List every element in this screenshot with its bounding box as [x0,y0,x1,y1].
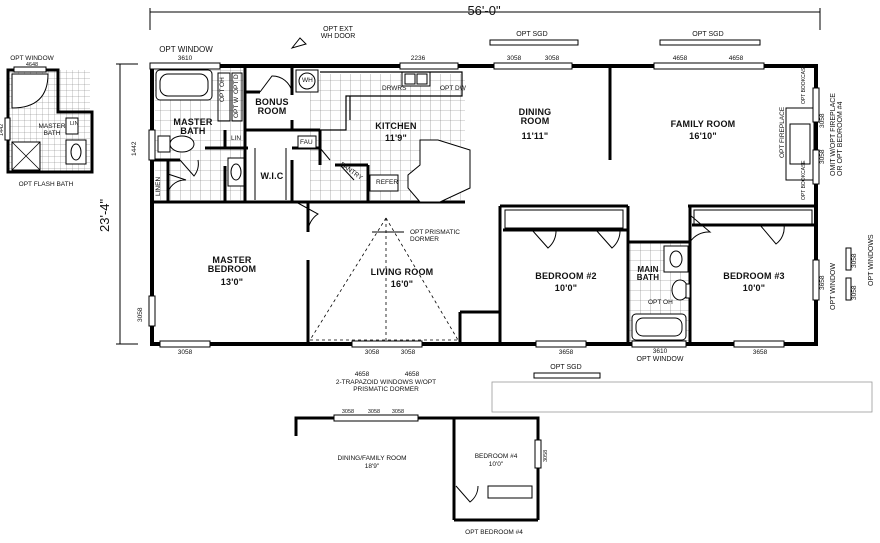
inset-master-bath-label: MASTER BATH [38,123,66,137]
window-size: 3058 [400,349,416,356]
opt-d-label: OPT D [233,74,240,94]
dimension-lines [116,8,821,345]
window-size: 3658 [558,349,574,356]
opt-window-bottom-label: OPT WINDOW [636,356,684,363]
master-bedroom-size: 13'0" [220,277,244,287]
inset-window-size: 3058 [367,409,381,415]
master-bath-label: MASTER BATH [173,117,213,136]
fau-label: FAU [300,139,313,146]
inset-window-size: 3058 [391,409,405,415]
kitchen-label: KITCHEN [375,121,417,131]
refer-label: REFER [376,179,399,186]
dormer-lines [309,217,459,341]
living-room-size: 16'0" [390,279,414,289]
opt-oh-main-bath-label: OPT OH [648,299,673,306]
window-size: 3610 [177,55,193,62]
opt-ext-door-label: OPT EXT WH DOOR [320,26,356,40]
window-markers [148,39,852,379]
inset-dining-family-size: 18'9" [364,463,380,470]
inset-lin-label: LIN [70,121,79,127]
opt-window-right-label: OPT WINDOW [830,263,837,310]
living-room-label: LIVING ROOM [370,267,434,277]
main-bath-label: MAIN BATH [636,265,660,282]
inset-window-size: 4648 [25,62,39,68]
window-size: 4658 [672,55,688,62]
window-size: 3058 [544,55,560,62]
master-bedroom-label: MASTER BEDROOM [207,255,257,274]
window-size: 3610 [652,348,668,355]
window-size: 1442 [131,141,138,156]
window-size: 3058 [506,55,522,62]
bonus-room-label: BONUS ROOM [255,97,289,116]
window-size: 3058 [177,349,193,356]
family-room-size: 16'10" [689,131,717,141]
window-size: 3658 [752,349,768,356]
window-size: 4658 [404,371,420,378]
bedroom3-size: 10'0" [742,283,766,293]
inset-bedroom4 [294,414,542,522]
closet-details [217,72,813,229]
family-room-label: FAMILY ROOM [670,119,736,129]
opt-bookcase-bottom-label: OPT BOOKCASE [801,160,807,200]
dining-room-size: 11'11" [521,131,549,141]
linen-label: LINEN [155,176,162,196]
opt-oh-label: OPT OH [219,77,226,102]
inset-bedroom4-size: 10'0" [488,461,504,468]
inset-window-size: 3058 [341,409,355,415]
window-size: 3058 [819,113,826,128]
window-size: 4658 [354,371,370,378]
inset-bedroom4-label: BEDROOM #4 [474,453,518,460]
lin-label: LIN [231,135,242,142]
inset-bedroom4-caption: OPT BEDROOM #4 [465,529,523,536]
dining-room-label: DINING ROOM [518,107,552,126]
kitchen-size: 11'9" [385,133,407,143]
opt-sgd-bottom-label: OPT SGD [550,364,582,371]
opt-prismatic-label: OPT PRISMATIC DORMER [410,229,460,243]
opt-windows-right-label: OPT WINDOWS [868,234,875,286]
window-size: 4658 [728,55,744,62]
wh-label: WH [302,77,313,84]
width-dimension: 56'-0" [467,3,501,18]
opt-bookcase-top-label: OPT BOOKCASE [801,64,807,104]
drawers-label: DRWRS [382,85,407,92]
kitchen-counters [320,71,463,131]
inset-side-window: 1442 [0,123,5,136]
opt-dw-label: OPT DW [440,85,466,92]
trapezoid-windows-label: 2-TRAPAZOID WINDOWS W/OPT PRISMATIC DORM… [335,379,437,393]
inset-opt-window-label: OPT WINDOW [10,55,54,62]
blank-panel [491,381,873,413]
window-size: 3058 [364,349,380,356]
opt-window-top-label: OPT WINDOW [159,45,213,54]
bedroom2-size: 10'0" [554,283,578,293]
opt-w-label: OPT W [233,96,240,118]
depth-dimension: 23'-4" [97,198,112,232]
opt-sgd-top1-label: OPT SGD [516,31,548,38]
inset-dining-family-label: DINING/FAMILY ROOM [337,455,407,462]
opt-fireplace-label: OPT FIREPLACE [779,106,786,158]
fixtures [155,69,815,341]
window-size: 3058 [137,307,144,322]
omit-fireplace-label: OMIT W/OPT FIREPLACE OR OPT BEDROOM #4 [830,93,844,176]
interior-walls [152,66,816,344]
window-size: 3058 [851,253,858,268]
door-swings [167,37,785,249]
bedroom3-label: BEDROOM #3 [723,271,785,281]
inset-flash-bath-caption: OPT FLASH BATH [18,181,74,188]
inset-side-window: 3058 [543,449,549,462]
bedroom2-label: BEDROOM #2 [535,271,597,281]
window-size: 2236 [410,55,426,62]
inset-flash-bath [4,66,94,174]
window-size: 3058 [819,149,826,164]
window-size: 3058 [851,285,858,300]
wic-label: W.I.C [260,171,284,181]
window-size: 3658 [819,275,826,290]
opt-sgd-top2-label: OPT SGD [692,31,724,38]
